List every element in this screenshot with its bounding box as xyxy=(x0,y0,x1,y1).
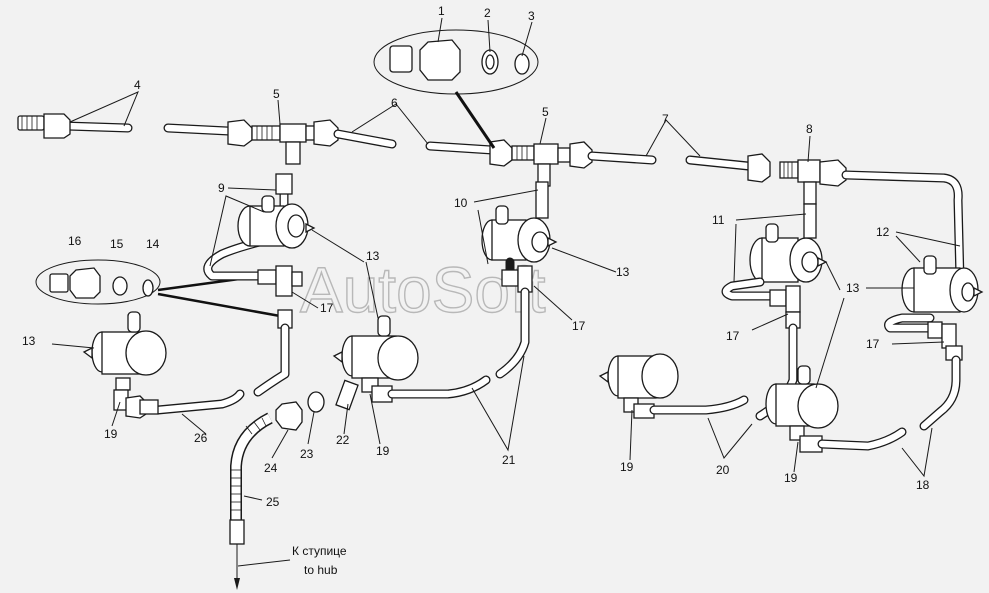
callout-16: 16 xyxy=(68,234,82,248)
callout-17-b: 17 xyxy=(572,319,586,333)
callout-25: 25 xyxy=(266,495,280,509)
tube-12 xyxy=(884,313,945,333)
leader-lines xyxy=(51,17,961,567)
callout-4: 4 xyxy=(134,78,141,92)
tee-17-far-right xyxy=(919,321,963,431)
valve-far-right xyxy=(901,255,984,313)
callout-20: 20 xyxy=(716,463,730,477)
valve-lower-left xyxy=(82,311,167,391)
callout-5-middle: 5 xyxy=(542,105,549,119)
callout-12: 12 xyxy=(876,225,890,239)
tee-17-left xyxy=(257,265,303,329)
callout-6: 6 xyxy=(391,96,398,110)
callout-22: 22 xyxy=(336,433,350,447)
callout-17-a: 17 xyxy=(320,301,334,315)
hardware-set-top xyxy=(373,29,539,149)
valve-right-upper xyxy=(749,203,828,283)
watermark: AutoSoft xyxy=(300,254,546,326)
valve-right-lower xyxy=(765,365,907,453)
valve-upper-left xyxy=(237,195,316,249)
callout-23: 23 xyxy=(300,447,314,461)
note-ru: К ступице xyxy=(292,544,347,558)
callout-26: 26 xyxy=(194,431,208,445)
valve-center-upper xyxy=(481,181,558,277)
callout-9: 9 xyxy=(218,181,225,195)
callout-13-a: 13 xyxy=(22,334,36,348)
hub-note: К ступице to hub xyxy=(292,544,347,577)
callout-24: 24 xyxy=(264,461,278,475)
valve-center-lower xyxy=(332,315,491,403)
callout-1: 1 xyxy=(438,4,445,18)
tee-fitting-left xyxy=(163,119,397,165)
callout-19-a: 19 xyxy=(104,427,118,441)
hose-25 xyxy=(229,379,359,590)
callout-14: 14 xyxy=(146,237,160,251)
callout-7: 7 xyxy=(662,112,669,126)
hardware-set-left xyxy=(35,259,281,318)
callout-17-c: 17 xyxy=(726,329,740,343)
callout-8: 8 xyxy=(806,122,813,136)
callout-18: 18 xyxy=(916,478,930,492)
callout-19-b: 19 xyxy=(376,444,390,458)
callout-10: 10 xyxy=(454,196,468,210)
note-en: to hub xyxy=(304,563,338,577)
tee-fitting-middle xyxy=(425,139,657,187)
callout-13-c: 13 xyxy=(616,265,630,279)
tube-26 xyxy=(153,323,290,415)
callout-3: 3 xyxy=(528,9,535,23)
callout-5-left: 5 xyxy=(273,87,280,101)
callout-2: 2 xyxy=(484,6,491,20)
callout-21: 21 xyxy=(502,453,516,467)
tee-fitting-right xyxy=(685,153,965,285)
callout-17-d: 17 xyxy=(866,337,880,351)
tube-4 xyxy=(17,113,133,139)
callout-13-b: 13 xyxy=(366,249,380,263)
callouts: 1 2 3 4 5 5 6 7 8 9 10 11 12 13 13 13 13… xyxy=(22,4,930,509)
callout-19-d: 19 xyxy=(784,471,798,485)
elbow-19-left xyxy=(113,389,159,419)
callout-13-d: 13 xyxy=(846,281,860,295)
tube-11 xyxy=(721,277,775,301)
callout-11: 11 xyxy=(712,213,725,227)
callout-19-c: 19 xyxy=(620,460,634,474)
callout-15: 15 xyxy=(110,237,124,251)
valve-right-middle xyxy=(598,353,749,419)
tee-17-center xyxy=(495,265,533,379)
